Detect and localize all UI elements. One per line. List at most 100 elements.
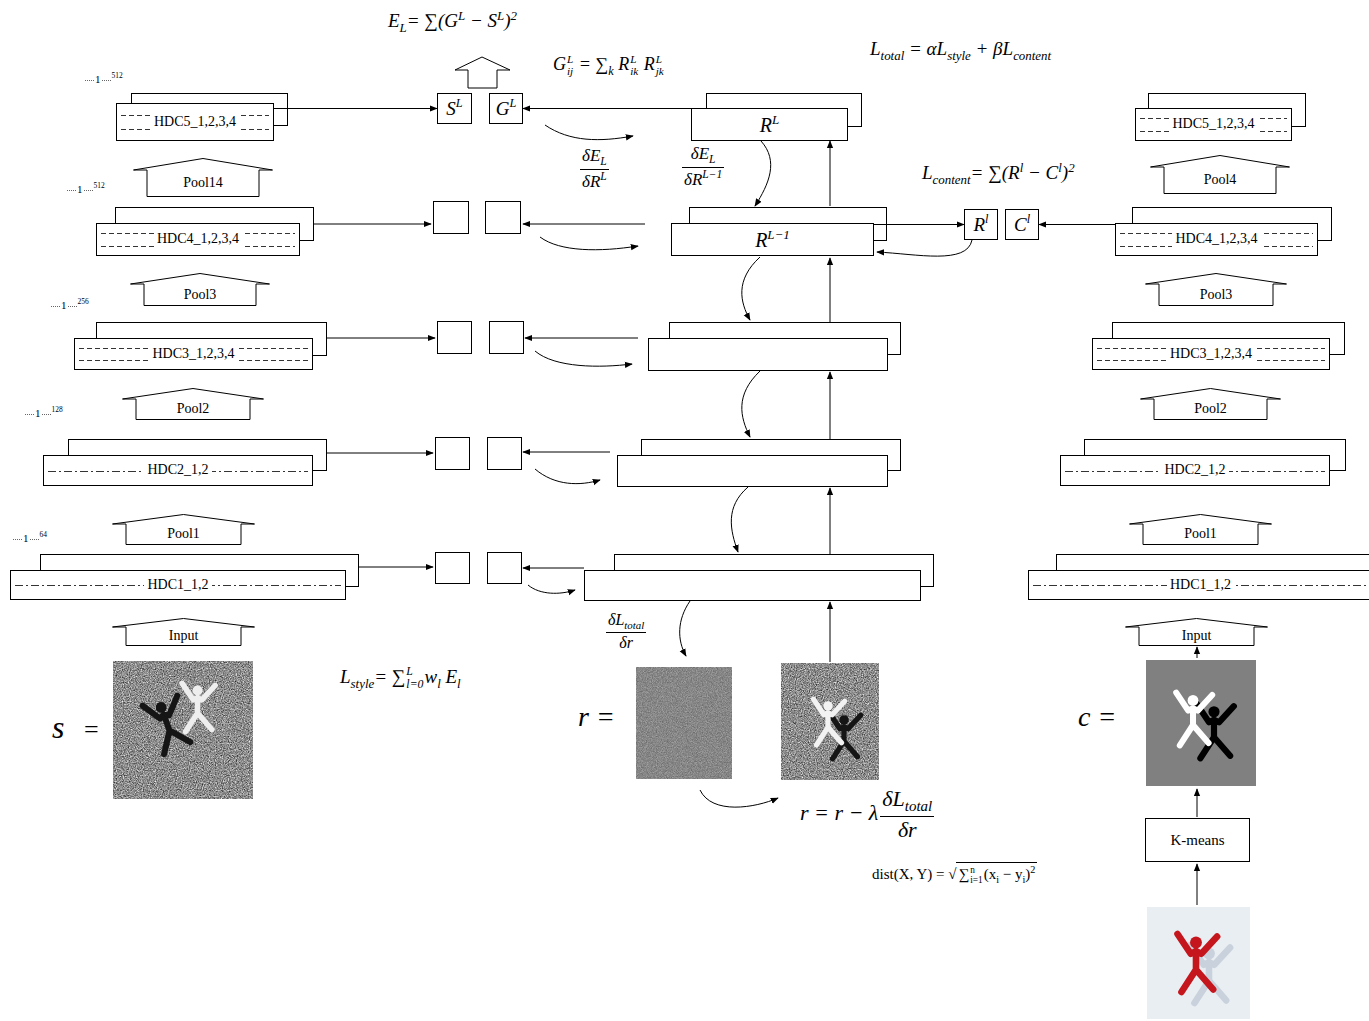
formula-text: content xyxy=(933,172,971,187)
text-line: Pool1 xyxy=(167,526,200,543)
node-inner: HDC1_1,2 xyxy=(11,571,345,599)
formula-text: r = xyxy=(578,701,615,732)
formula-text: δr xyxy=(898,817,917,842)
formula-text: i=1 xyxy=(970,876,982,886)
arrow xyxy=(830,258,831,322)
formula-text: L xyxy=(922,162,933,183)
fraction: δLtotalδr xyxy=(606,610,646,652)
node-label: HDC2_1,2 xyxy=(147,462,208,477)
gradient-curve xyxy=(545,125,633,140)
denominator: δr xyxy=(606,633,646,652)
formula-text: i xyxy=(1022,874,1025,885)
pool-arrow: Pool2 xyxy=(122,388,264,420)
formula-text: = ∑(R xyxy=(971,162,1020,183)
node-inner: SL xyxy=(438,94,471,123)
formula-text: content xyxy=(1013,48,1051,63)
formula-text: − y xyxy=(999,866,1022,882)
node-inner: K-means xyxy=(1146,819,1249,861)
pool-arrow: Input xyxy=(1125,618,1268,646)
matrix-box: Cl xyxy=(1005,209,1039,240)
node-inner: Pool1 xyxy=(1129,524,1272,545)
node-label: Input xyxy=(1182,628,1212,643)
formula-text: l xyxy=(1058,160,1062,175)
formula-text: l xyxy=(437,676,441,691)
feature-box xyxy=(436,553,470,584)
formula-text: ) xyxy=(504,10,510,31)
text-line: Rl xyxy=(973,212,988,236)
arrow-shape xyxy=(1151,156,1290,194)
formula-text: s xyxy=(52,709,64,745)
photo xyxy=(1147,907,1250,1019)
formula-text: total xyxy=(881,48,905,63)
arrow xyxy=(313,224,431,225)
formula: GLij = ∑k RLik RLjk xyxy=(553,54,665,78)
formula-text: 128 xyxy=(52,405,63,414)
formula-text: R xyxy=(614,54,630,74)
formula-text: dist(X, Y) = xyxy=(872,866,948,882)
node-inner: Rl xyxy=(965,210,997,239)
conv-block-box: HDC4_1,2,3,4 xyxy=(96,223,300,256)
text-line: K-means xyxy=(1170,831,1224,849)
symbol: R xyxy=(973,214,985,235)
formula-text: style xyxy=(351,676,375,691)
denominator: δRL−1 xyxy=(682,168,724,190)
formula: 1512 xyxy=(66,182,105,196)
symbol: R xyxy=(760,114,772,136)
gradient-curve xyxy=(535,351,632,366)
conv-block-box: HDC5_1,2,3,4 xyxy=(116,103,274,141)
text-line: HDC4_1,2,3,4 xyxy=(154,231,242,248)
figure xyxy=(1178,934,1218,992)
arrow xyxy=(523,224,645,225)
layer-front-box xyxy=(618,456,888,487)
conv-block-box: HDC2_1,2 xyxy=(43,455,313,486)
text-line: HDC1_1,2 xyxy=(1167,577,1234,594)
formula-text: L−1 xyxy=(702,168,722,181)
formula: s xyxy=(52,708,64,746)
formula: c = xyxy=(1078,700,1116,734)
superscript: L−1 xyxy=(767,227,790,242)
numerator: δLtotal xyxy=(606,610,646,633)
node-inner: HDC4_1,2,3,4 xyxy=(1116,224,1317,255)
arrow-shape xyxy=(1130,515,1272,545)
node-inner: RL−1 xyxy=(672,224,873,255)
backprop-curve xyxy=(742,257,760,320)
symbol: G xyxy=(496,98,510,119)
arrow xyxy=(326,453,433,454)
formula-text: l=0 xyxy=(406,679,423,691)
gram-box xyxy=(486,202,521,234)
pool-arrow: Pool14 xyxy=(133,158,273,197)
connector xyxy=(523,108,691,109)
layer-box: RL xyxy=(691,108,848,141)
arrow xyxy=(830,602,831,662)
formula-text: = ∑ xyxy=(374,666,405,687)
formula-text: L xyxy=(630,54,638,66)
formula: = xyxy=(84,714,99,745)
formula-text: w xyxy=(424,666,437,687)
arrow xyxy=(1197,647,1198,658)
node-label: HDC4_1,2,3,4 xyxy=(157,231,239,246)
gram-box xyxy=(488,553,522,584)
node-inner: HDC1_1,2 xyxy=(1029,571,1369,599)
formula-text: jk xyxy=(656,66,664,78)
sub-sup-stack: Ljk xyxy=(656,54,664,77)
gram-box xyxy=(490,322,524,354)
formula-text: i xyxy=(996,874,999,885)
formula-text: = ∑ xyxy=(574,54,608,74)
feature-box xyxy=(438,322,472,354)
matrix-box: SL xyxy=(437,93,472,124)
figure xyxy=(1176,693,1212,746)
text-line: Pool14 xyxy=(183,175,223,192)
noise-image xyxy=(636,667,732,779)
arrow xyxy=(830,488,831,554)
formula-text: L xyxy=(567,54,573,66)
pool-arrow: Pool1 xyxy=(112,514,255,545)
formula-text: − C xyxy=(1023,162,1058,183)
dot-leader xyxy=(30,538,39,540)
text-line: RL xyxy=(760,112,779,137)
dot-leader xyxy=(67,189,76,191)
formula-text: c = xyxy=(1078,701,1116,732)
formula-text: 256 xyxy=(78,297,89,306)
text-line: Input xyxy=(1182,628,1212,645)
